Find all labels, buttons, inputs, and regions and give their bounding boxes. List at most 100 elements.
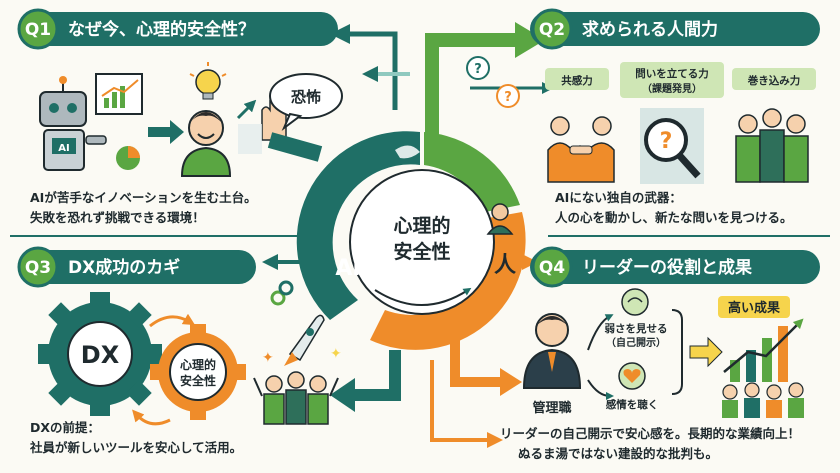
q1-header [18,12,338,46]
svg-text:✦: ✦ [262,350,274,366]
q3-text-2: 社員が新しいツールを安心して活用。 [29,440,242,455]
manager-icon [522,313,582,389]
q4-badge [531,246,573,288]
branch-arrow-top [587,314,614,351]
result-arrow-icon [689,336,723,368]
question-bubble-icon: ? ? [466,56,520,108]
dx-gear-icon: DX [38,292,162,416]
pie-icon [116,146,140,170]
bracket [671,309,683,395]
self-disclosure-icon [621,288,649,316]
q3-header [18,250,256,284]
skill-tag-empathy [545,68,609,90]
robot-icon: AI [39,76,107,171]
q1-arrow-icon [148,120,184,144]
q4-item-1: 弱さを見せる [605,323,668,335]
q1-text-2: 失敗を恐れず挑戦できる環境！ [30,210,205,225]
result-label: 高い成果 [728,300,780,316]
q4-team-icon [722,382,804,418]
human-label: 人 [494,253,516,278]
q2-number: Q2 [539,20,565,40]
center-label-2: 安全性 [393,240,450,263]
rocket-icon [284,314,325,366]
smiling-person-icon [180,110,232,177]
q3-badge [17,246,59,288]
safety-gear-label-2: 安全性 [180,373,216,388]
fear-speech-bubble: 恐怖 [269,73,343,132]
magnifier-question-icon: ? [640,108,704,184]
q2-title: 求められる人間力 [582,19,718,40]
q2-badge [531,8,573,50]
cycle-green-arc [424,132,520,212]
q2-panel: Q2 求められる人間力 共感力 問いを立てる力 （課題発見） 巻き込み力 ? [530,8,820,225]
gear-arrow-bottom [132,409,171,426]
arrow-bottom-left-head [330,378,355,412]
heart-listen-icon [618,362,646,390]
fear-label: 恐怖 [291,88,321,106]
q4-item-1-sub: （自己開示） [606,336,666,349]
dx-gear-label: DX [81,341,120,369]
q4-panel: Q4 リーダーの役割と成果 管理職 弱さを見せる （自己開示） 感情を聴く [500,246,820,461]
arrow-bottom-left [350,350,401,401]
svg-text:?: ? [474,62,482,77]
q2-text-1: AIにない独自の武器： [555,190,682,205]
q4-text-2: ぬるま湯ではない建設的な批判も。 [518,446,718,461]
q4-title: リーダーの役割と成果 [582,257,752,278]
skill-involve: 巻き込み力 [747,74,801,87]
q2-text-2: 人の心を動かし、新たな問いを見つける。 [555,210,793,225]
q4-number: Q4 [539,258,565,278]
result-tag [718,296,790,318]
chain-icon [270,280,294,306]
handshake-icon [547,116,615,183]
safety-gear-label-1: 心理的 [180,357,216,372]
branch-arrow-bottom [587,379,614,400]
svg-text:?: ? [660,129,673,154]
q1-panel: Q1 なぜ今、心理的安全性？ AI [17,8,343,225]
arrow-bottom-right [430,360,503,448]
q4-text-1: リーダーの自己開示で安心感を。長期的な業績向上！ [500,426,800,441]
skill-empathy: 共感力 [561,74,593,87]
flow-arrows [262,22,554,448]
cycle-orange-arc [370,212,526,350]
skill-tag-question [620,62,724,98]
q1-number: Q1 [25,20,51,40]
arrow-manager-head [500,368,522,396]
q1-text-1: AIが苦手なイノベーションを生む土台。 [30,190,257,205]
q1-badge [17,8,59,50]
person-icon [486,203,514,235]
celebrating-team-icon: ✦ ✦ [253,346,342,425]
lightbulb-icon [189,62,227,100]
chart-board-icon [95,73,143,115]
cycle-ai-arc [296,131,420,320]
center-circle [349,169,495,315]
skill-question-sub: （課題発見） [642,82,702,95]
q3-text-1: DXの前提： [30,420,100,435]
robot-chip-label: AI [58,143,69,154]
arrow-to-q2-head [515,22,545,58]
center-label-1: 心理的 [393,214,450,237]
svg-text:✦: ✦ [330,346,342,362]
skill-tag-involve [732,68,816,90]
team-group-icon [735,108,809,183]
inner-loop-arrow [374,287,472,306]
ai-label: AI [335,256,360,281]
q3-title: DX成功のカギ [68,257,180,278]
q1-title: なぜ今、心理的安全性？ [68,19,255,40]
q2-header [530,12,820,46]
hand-icon [395,145,420,159]
arrow-to-q2 [425,33,520,150]
growth-chart-icon [723,318,804,382]
q4-header [530,250,820,284]
gear-arrow-top [149,313,196,328]
q4-item-2: 感情を聴く [606,398,659,411]
arrow-to-q1 [330,24,398,110]
skill-question: 問いを立てる力 [635,67,709,80]
central-cycle: 心理的 安全性 AI 人 ? ? [270,56,526,350]
svg-text:?: ? [504,90,512,105]
safety-gear-icon: 心理的 安全性 [150,324,246,420]
q3-panel: Q3 DX成功のカギ DX [17,246,342,455]
manager-label: 管理職 [532,400,571,416]
q3-number: Q3 [25,258,51,278]
